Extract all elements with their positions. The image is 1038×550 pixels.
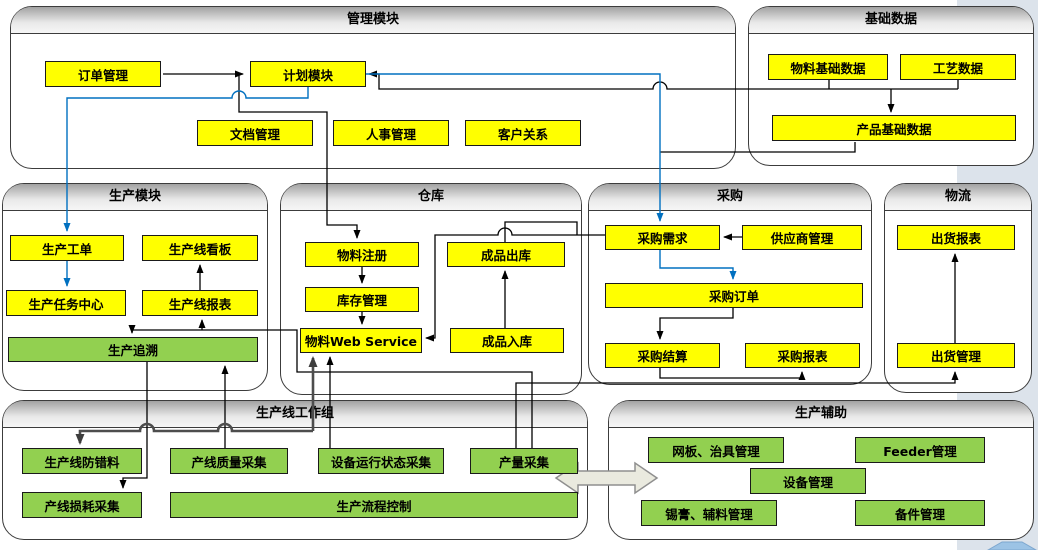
node-line-report: 生产线报表 bbox=[142, 290, 258, 316]
node-document-management: 文档管理 bbox=[197, 120, 313, 146]
node-fg-outbound: 成品出库 bbox=[447, 242, 565, 267]
group-logistics-title: 物流 bbox=[885, 184, 1031, 211]
group-warehouse-title: 仓库 bbox=[281, 184, 581, 211]
node-material-registration: 物料注册 bbox=[305, 242, 419, 267]
group-line-workgroup-title: 生产线工作组 bbox=[3, 401, 587, 428]
node-supplier-management: 供应商管理 bbox=[742, 225, 862, 250]
node-shipping-report: 出货报表 bbox=[897, 225, 1015, 250]
node-output-collection: 产量采集 bbox=[470, 448, 578, 474]
node-feeder-management: Feeder管理 bbox=[855, 437, 985, 463]
node-work-order: 生产工单 bbox=[10, 235, 124, 261]
node-material-web-service: 物料Web Service bbox=[300, 328, 422, 353]
group-management-title: 管理模块 bbox=[11, 7, 735, 34]
group-purchase-title: 采购 bbox=[589, 184, 871, 211]
node-material-base-data: 物料基础数据 bbox=[768, 54, 888, 80]
node-fg-inbound: 成品入库 bbox=[450, 328, 564, 353]
node-line-loss-collection: 产线损耗采集 bbox=[22, 492, 142, 518]
node-order-management: 订单管理 bbox=[45, 61, 161, 87]
node-purchase-demand: 采购需求 bbox=[605, 225, 720, 250]
node-solder-paste-management: 锡膏、辅料管理 bbox=[641, 500, 777, 526]
node-equipment-status-collection: 设备运行状态采集 bbox=[318, 448, 444, 474]
node-purchase-order: 采购订单 bbox=[605, 283, 863, 308]
node-hr-management: 人事管理 bbox=[333, 120, 449, 146]
group-production-title: 生产模块 bbox=[3, 184, 267, 211]
node-product-base-data: 产品基础数据 bbox=[772, 115, 1016, 141]
node-purchase-settlement: 采购结算 bbox=[605, 343, 720, 368]
node-task-center: 生产任务中心 bbox=[6, 290, 126, 316]
node-inventory-management: 库存管理 bbox=[305, 287, 419, 312]
group-base-data-title: 基础数据 bbox=[749, 7, 1033, 34]
node-spare-parts-management: 备件管理 bbox=[855, 500, 985, 526]
node-customer-relations: 客户关系 bbox=[465, 120, 581, 146]
group-base-data: 基础数据 bbox=[748, 6, 1034, 166]
node-line-kanban: 生产线看板 bbox=[142, 235, 258, 261]
node-process-data: 工艺数据 bbox=[900, 54, 1016, 80]
group-production-aux-title: 生产辅助 bbox=[609, 401, 1033, 428]
node-stencil-fixture-management: 网板、治具管理 bbox=[648, 437, 784, 463]
node-line-error-proofing: 生产线防错料 bbox=[22, 448, 142, 474]
node-purchase-report: 采购报表 bbox=[745, 343, 860, 368]
node-production-flow-control: 生产流程控制 bbox=[170, 492, 578, 518]
node-production-trace: 生产追溯 bbox=[8, 337, 258, 362]
node-equipment-management: 设备管理 bbox=[750, 468, 866, 494]
node-shipping-management: 出货管理 bbox=[897, 343, 1015, 368]
node-plan-module: 计划模块 bbox=[250, 61, 366, 87]
node-line-quality-collection: 产线质量采集 bbox=[170, 448, 288, 474]
